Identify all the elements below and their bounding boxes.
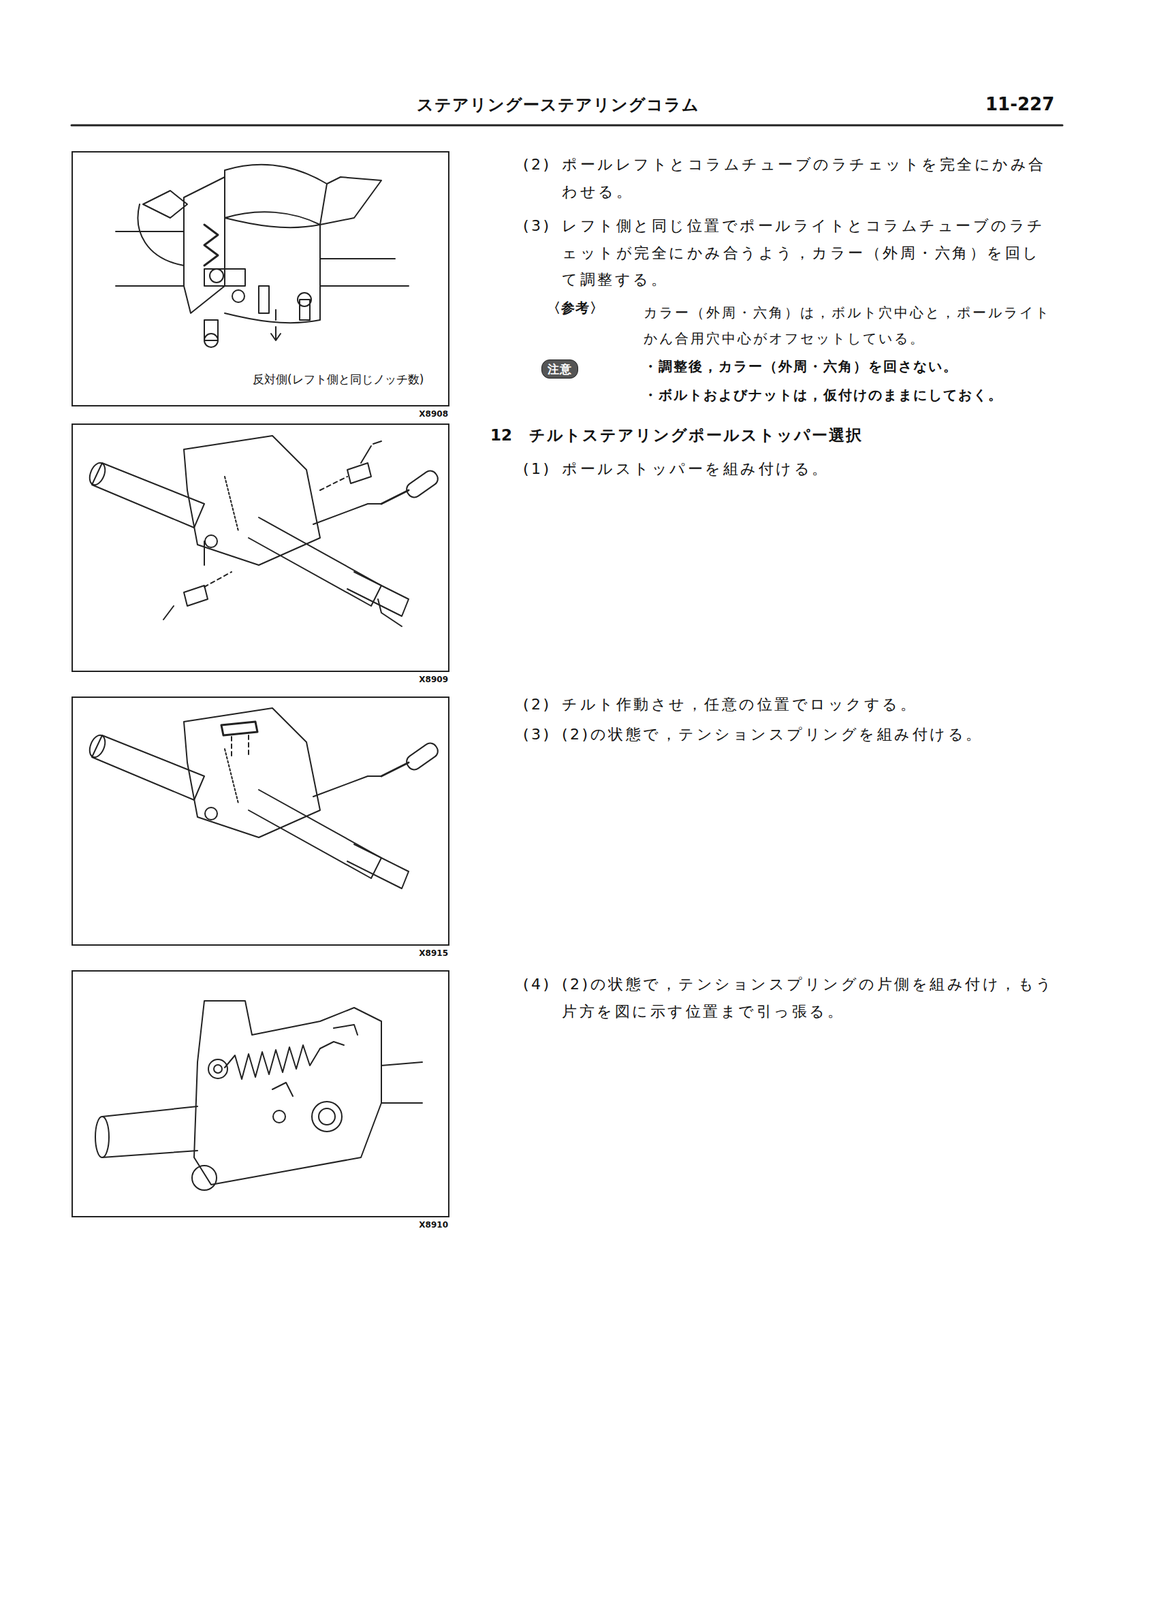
- step-number: (2): [523, 151, 552, 179]
- instruction: レフト側と同じ位置でポールライトとコラムチューブのラチェットが完全にかみ合うよう…: [561, 212, 1056, 294]
- reference-mark: 〈参考〉: [546, 299, 605, 316]
- header-rule: [71, 124, 1063, 127]
- caution-note: ・調整後，カラー（外周・六角）を回さない。: [643, 358, 959, 375]
- instruction: ポールレフトとコラムチューブのラチェットを完全にかみ合わせる。: [561, 151, 1056, 205]
- figure-frame: X8915: [71, 696, 450, 946]
- spring-illustration: [95, 1001, 423, 1191]
- section-number: 12: [490, 426, 513, 446]
- step-number: (4): [523, 971, 552, 999]
- pawl-illustration: [115, 164, 409, 348]
- column-illustration: [86, 708, 440, 889]
- instruction: (2)の状態で，テンションスプリングを組み付ける。: [561, 725, 984, 744]
- step-number: (3): [523, 725, 552, 744]
- reference-note: カラー（外周・六角）は，ボルト穴中心と，ポールライトかん合用穴中心がオフセットし…: [643, 299, 1056, 352]
- figure-code: X8915: [418, 948, 449, 959]
- page-number: 11-227: [985, 93, 1055, 116]
- instruction: (2)の状態で，テンションスプリングの片側を組み付け，もう片方を図に示す位置まで…: [561, 971, 1056, 1025]
- figure-label: 反対側(レフト側と同じノッチ数): [251, 371, 425, 388]
- step-number: (2): [523, 695, 552, 714]
- figure-code: X8910: [418, 1220, 449, 1230]
- figure-frame: 反対側(レフト側と同じノッチ数)X8908: [71, 151, 450, 407]
- figure-code: X8909: [418, 674, 449, 685]
- figure-frame: X8910: [71, 970, 450, 1218]
- column-illustration: [86, 435, 440, 627]
- section-heading: チルトステアリングポールストッパー選択: [529, 426, 863, 446]
- step-number: (3): [523, 212, 552, 240]
- step-number: (1): [523, 460, 552, 479]
- caution-note: ・ボルトおよびナットは，仮付けのままにしておく。: [643, 386, 1004, 404]
- instruction: ポールストッパーを組み付ける。: [561, 460, 830, 479]
- figure-frame: X8909: [71, 423, 450, 673]
- instruction: チルト作動させ，任意の位置でロックする。: [561, 695, 918, 714]
- caution-badge: 注意: [541, 359, 579, 379]
- figure-code: X8908: [418, 409, 449, 419]
- page-title: ステアリングーステアリングコラム: [416, 95, 700, 116]
